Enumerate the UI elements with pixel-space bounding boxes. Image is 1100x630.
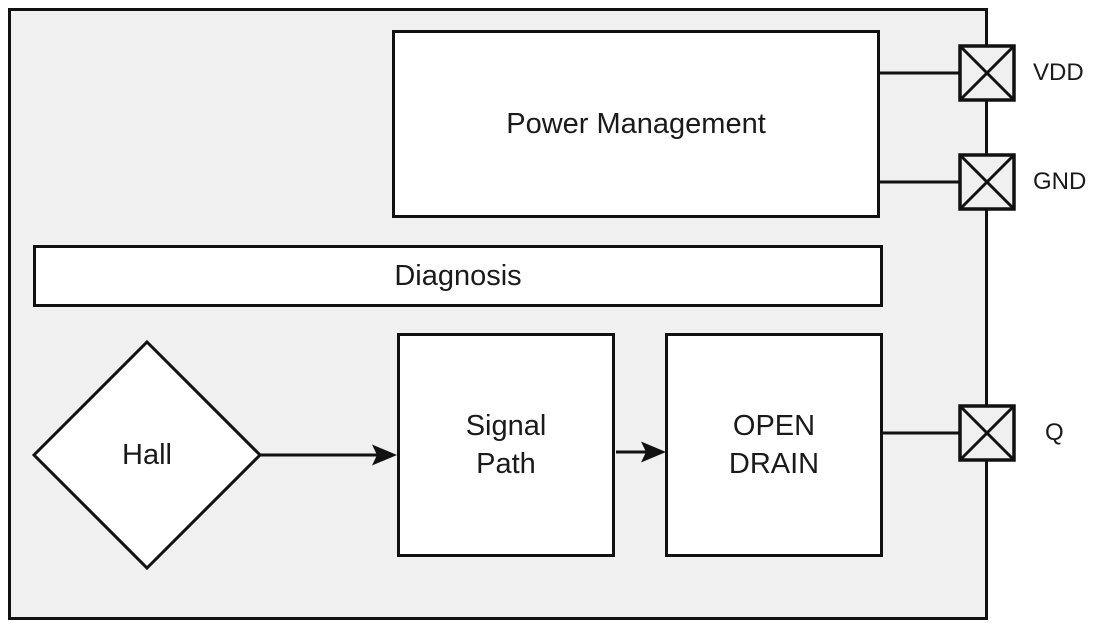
hall-label: Hall <box>122 439 172 471</box>
open-drain-label: OPEN DRAIN <box>728 410 820 480</box>
open-drain-block: OPEN DRAIN <box>665 333 883 557</box>
pin-label-gnd: GND <box>1033 168 1087 195</box>
power-management-label: Power Management <box>506 108 766 140</box>
pin-label-vdd: VDD <box>1033 59 1084 86</box>
pin-label-q: Q <box>1045 419 1064 446</box>
power-management-block: Power Management <box>392 30 880 218</box>
signal-path-block: Signal Path <box>397 333 615 557</box>
signal-path-label: Signal Path <box>465 410 547 480</box>
diagnosis-block: Diagnosis <box>33 245 883 307</box>
diagnosis-label: Diagnosis <box>394 260 522 292</box>
